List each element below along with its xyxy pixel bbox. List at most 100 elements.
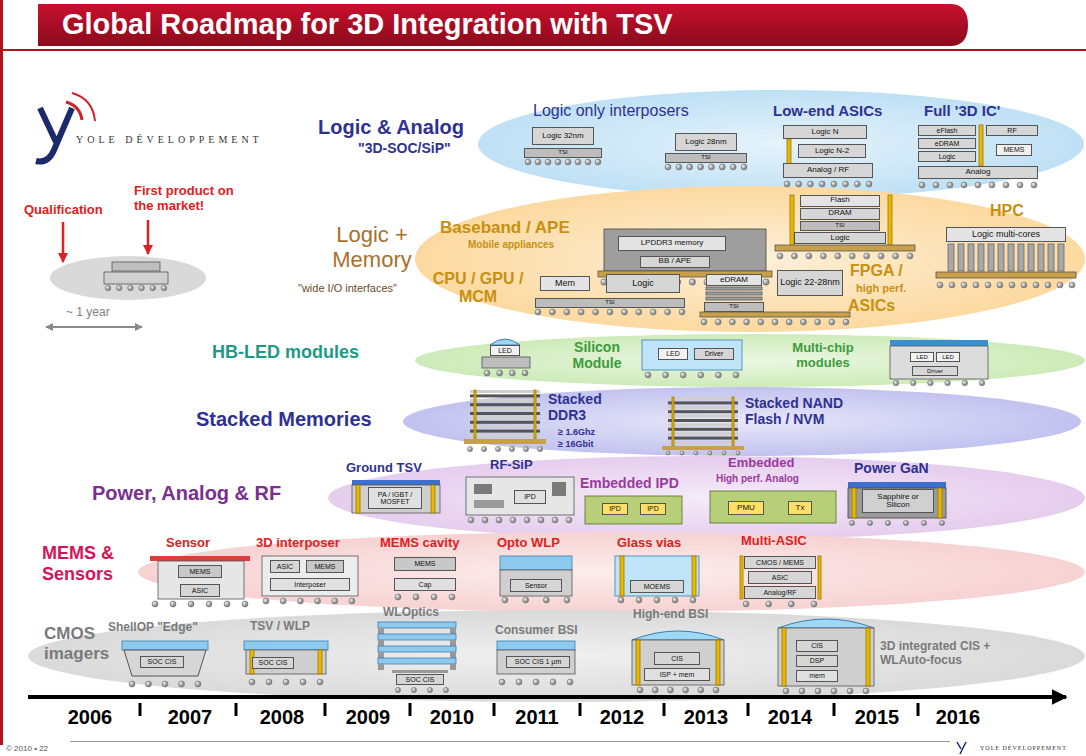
solder-ball [349, 598, 355, 604]
package-body [848, 488, 946, 518]
solder-ball [903, 520, 908, 525]
chip-die: Logic N-2 [798, 144, 866, 158]
tsv-via [888, 195, 892, 246]
title-rule [0, 49, 1086, 51]
solder-ball [829, 319, 835, 325]
solder-ball [497, 370, 503, 376]
roadmap-band: CMOS imagersShellOP "Edge"TSV / WLPWLOpt… [28, 610, 1085, 702]
year-label: 2010 [422, 706, 482, 729]
year-label: 2016 [928, 706, 988, 729]
solder-ball [811, 601, 817, 607]
solder-ball [621, 309, 627, 315]
spacer [392, 670, 448, 673]
solder-ball [708, 451, 712, 455]
chip-die: ASIC [270, 560, 300, 573]
glass-cap [500, 556, 572, 570]
solder-ball [864, 253, 870, 259]
memory-layer [1018, 244, 1024, 271]
solder-ball [538, 517, 544, 523]
die-label: SOC CIS 1 µm [515, 658, 561, 665]
chip-die: Logic [918, 151, 976, 162]
solder-ball [607, 309, 613, 315]
item-heading: ASICs [848, 297, 895, 315]
legend-ellipse [50, 256, 206, 300]
solder-ball [667, 687, 673, 693]
chip-die: CMOS / MEMS [744, 556, 816, 569]
solder-ball [510, 517, 516, 523]
item-heading: High perf. Analog [716, 473, 799, 485]
die-label: Cap [419, 581, 432, 588]
item-heading: ≥ 1.6Ghz [558, 427, 595, 437]
solder-ball [819, 181, 825, 187]
memory-layer [948, 244, 954, 271]
roadmap-band: Power, Analog & RFGround TSVRF-SiPEmbedd… [328, 456, 1085, 540]
solder-ball [961, 182, 967, 188]
die-label: Mem [555, 279, 575, 288]
solder-ball [195, 681, 201, 687]
item-heading: Embedded IPD [580, 475, 679, 491]
chip-die: Analog / RF [783, 163, 873, 178]
item-heading: RF-SiP [490, 458, 533, 473]
die-label: CMOS / MEMS [756, 559, 804, 566]
solder-ball [523, 446, 528, 451]
chip-die: Flash [800, 195, 880, 207]
solder-ball [863, 688, 869, 694]
die-label: Logic 32nm [542, 132, 583, 140]
spacer [378, 628, 384, 634]
chip-die: Logic 22-28nm [777, 270, 843, 296]
chip-die: PMU [728, 501, 764, 515]
solder-ball [680, 451, 684, 455]
solder-ball [796, 181, 802, 187]
die-label: LED [498, 347, 512, 354]
memory-layer [470, 408, 540, 411]
year-tick [833, 703, 836, 716]
solder-ball [206, 601, 212, 607]
spacer [378, 664, 384, 670]
solder-ball [297, 598, 303, 604]
chip-die: LED [490, 345, 520, 356]
solder-ball [701, 319, 707, 325]
die-label: Logic N [811, 128, 838, 136]
solder-ball [564, 309, 570, 315]
solder-ball [496, 517, 502, 523]
logo-mark [957, 742, 966, 754]
solder-ball [162, 681, 168, 687]
memory-layer [470, 399, 540, 402]
item-heading: High-end BSI [633, 608, 708, 622]
solder-ball [645, 372, 651, 378]
memory-layer [668, 437, 738, 440]
package-body [890, 346, 988, 379]
solder-ball [567, 679, 573, 685]
memory-layer [470, 394, 540, 397]
die-label: ISP + mem [660, 671, 695, 678]
tsv-via [979, 125, 983, 166]
chip-die: eDRAM [706, 274, 762, 286]
component [552, 482, 566, 496]
die-label: Logic multi-cores [972, 230, 1040, 239]
title-bar [38, 4, 968, 46]
die-label: TSI [605, 299, 614, 305]
package-body [632, 640, 724, 685]
chip-die: Logic [794, 232, 886, 244]
chip-die: MEMS [394, 557, 456, 571]
tsv-via [636, 640, 640, 685]
memory-layer [668, 406, 738, 409]
chip-die: TSI [535, 298, 685, 308]
solder-ball [919, 182, 925, 188]
row-label: Logic & Analog [318, 116, 464, 139]
solder-ball [280, 598, 286, 604]
solder-ball [831, 688, 837, 694]
chip-die: LED [936, 352, 960, 362]
logo-swoosh [72, 93, 95, 121]
chip-die: ISP + mem [644, 668, 710, 681]
tsv-via [740, 556, 743, 599]
memory-layer [706, 292, 762, 295]
year-tick [324, 703, 327, 716]
year-label: 2009 [338, 706, 398, 729]
tsv-via [782, 628, 786, 686]
solder-ball [283, 679, 289, 685]
package-body [482, 357, 530, 368]
die-label: TSI [835, 222, 844, 228]
solder-ball [665, 164, 671, 170]
solder-ball [698, 372, 704, 378]
